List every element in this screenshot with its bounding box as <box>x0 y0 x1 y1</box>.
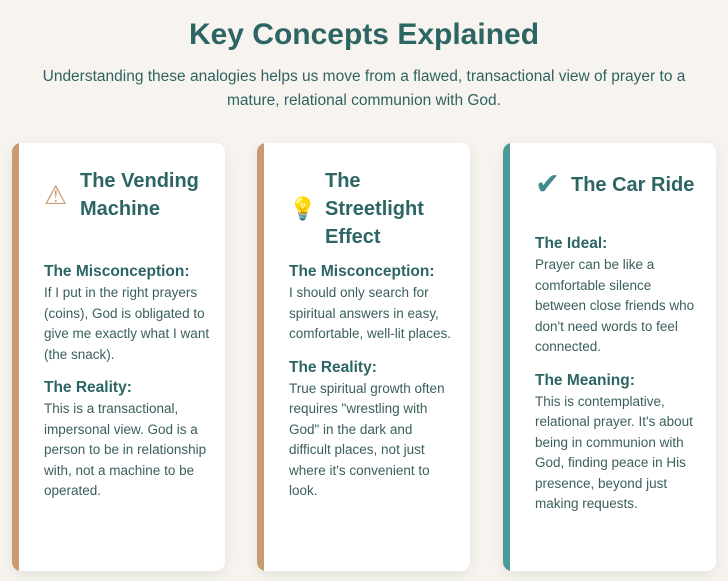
section-text: This is a transactional, impersonal view… <box>44 401 207 498</box>
section-label: The Ideal: <box>535 235 608 252</box>
section-text: This is contemplative, relational prayer… <box>535 393 693 512</box>
section-text: I should only search for spiritual answe… <box>289 285 452 341</box>
card-title: The Vending Machine <box>80 170 199 220</box>
section-text: If I put in the right prayers (coins), G… <box>44 285 210 362</box>
card-streetlight-effect: 💡 The Streetlight Effect The Misconcepti… <box>257 143 470 571</box>
card-title: The Streetlight Effect <box>325 170 424 248</box>
card-vending-machine: ⚠ The Vending Machine The Misconception:… <box>12 143 225 571</box>
page-title: Key Concepts Explained <box>188 18 540 51</box>
page-subtitle: Understanding these analogies helps us m… <box>42 68 686 109</box>
section-text: Prayer can be like a comfortable silence… <box>535 257 695 354</box>
card-accent-bar <box>503 143 510 571</box>
section-label: The Misconception: <box>44 263 190 280</box>
section-label: The Misconception: <box>289 263 435 280</box>
card-title: The Car Ride <box>571 173 695 196</box>
card-car-ride: ✔ The Car Ride The Ideal: Prayer can be … <box>503 143 716 571</box>
warning-icon: ⚠ <box>44 179 68 210</box>
section-label: The Meaning: <box>535 371 635 389</box>
card-accent-bar <box>257 143 264 571</box>
section-label: The Reality: <box>44 379 132 396</box>
checkmark-icon: ✔ <box>535 168 561 201</box>
card-accent-bar <box>12 143 19 571</box>
lightbulb-icon: 💡 <box>289 196 317 221</box>
section-text: True spiritual growth often requires "wr… <box>289 380 445 499</box>
section-label: The Reality: <box>289 358 377 376</box>
